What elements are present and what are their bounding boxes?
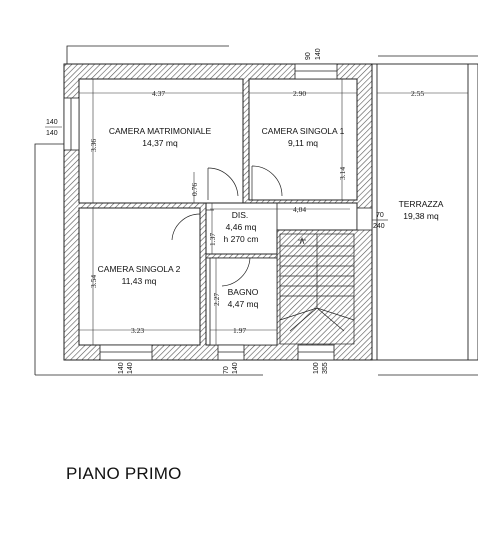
window-left-label-2: 140 [46, 130, 58, 137]
dimension-lines [79, 79, 468, 345]
dim-bottom-2: 1.97 [233, 326, 246, 335]
window-bottom3-label-1: 100 [313, 362, 320, 374]
room-labels: CAMERA MATRIMONIALE 14,37 mq CAMERA SING… [98, 126, 444, 309]
room-singola2-name: CAMERA SINGOLA 2 [98, 264, 181, 274]
window-bottom2-label-1: 70 [223, 366, 230, 374]
dim-top-2: 2.90 [293, 89, 306, 98]
window-top-label-2: 140 [315, 48, 322, 60]
room-bagno-name: BAGNO [228, 287, 259, 297]
window-bottom3-label-2: 355 [322, 362, 329, 374]
room-dis-height: h 270 cm [224, 234, 259, 244]
room-terrazza-area: 19,38 mq [403, 211, 439, 221]
window-bottom1-label-2: 140 [127, 362, 134, 374]
dim-bagno-height: 2.27 [212, 293, 221, 306]
window-top-label-1: 90 [305, 52, 312, 60]
terrace-door-label-1: 70 [376, 212, 384, 219]
floor-title: PIANO PRIMO [66, 464, 182, 483]
context-lines [34, 45, 478, 376]
staircase [279, 233, 355, 345]
window-openings [63, 63, 373, 361]
room-singola1-area: 9,11 mq [288, 138, 318, 148]
dim-dis-width: 4,04 [293, 205, 306, 214]
window-left-label-1: 140 [46, 119, 58, 126]
dim-left-1: 3.36 [89, 139, 98, 152]
dim-terrace-width: 2.55 [411, 89, 424, 98]
dim-singola1-height: 3.14 [338, 167, 347, 180]
terrace-door-label-2: 240 [373, 223, 385, 230]
room-singola1-name: CAMERA SINGOLA 1 [262, 126, 345, 136]
room-bagno-area: 4,47 mq [228, 299, 259, 309]
bagno-partition [205, 253, 278, 259]
dim-left-2: 3.54 [89, 275, 98, 288]
dim-dis-height: 1.37 [208, 233, 217, 246]
room-singola2-area: 11,43 mq [122, 276, 157, 286]
room-matrimoniale-area: 14,37 mq [142, 138, 178, 148]
room-dis-name: DIS. [232, 210, 249, 220]
door-swings [171, 165, 283, 287]
bagno-inner [209, 257, 278, 346]
window-bottom2-label-2: 140 [232, 362, 239, 374]
room-matrimoniale-name: CAMERA MATRIMONIALE [109, 126, 212, 136]
window-labels: 90 140 140 140 70 240 140 140 70 140 100… [45, 48, 388, 374]
dimension-texts: 4.37 2.90 2.55 3.36 3.54 3.14 4,04 1.37 … [89, 89, 424, 335]
room-dis-area: 4,46 mq [226, 222, 257, 232]
dis-inner [205, 202, 278, 255]
dim-bottom-1: 3.23 [131, 326, 144, 335]
dim-top-1: 4.37 [152, 89, 165, 98]
dim-door-076: 0.76 [190, 183, 199, 196]
room-terrazza-name: TERRAZZA [399, 199, 444, 209]
window-bottom1-label-1: 140 [118, 362, 125, 374]
